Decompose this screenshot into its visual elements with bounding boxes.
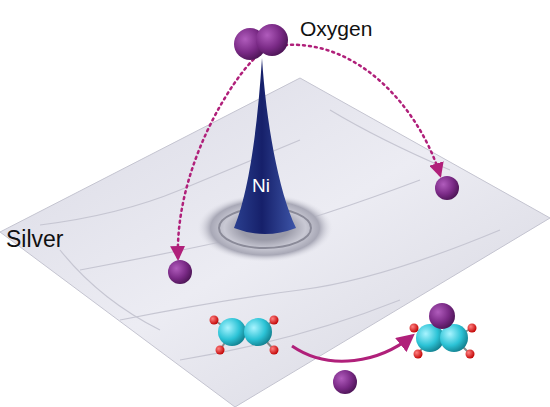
surface-label: Silver — [6, 228, 64, 251]
oxygen-atom — [435, 176, 459, 200]
reaction-arrow — [292, 336, 412, 361]
oxygen-atom — [256, 24, 288, 56]
ethylene-molecule — [210, 316, 279, 355]
element-label: Ni — [252, 176, 270, 195]
silver-surface — [0, 78, 550, 407]
dissociation-arrow — [178, 55, 258, 258]
dissociation-arrow — [285, 45, 440, 175]
nickel-spike — [234, 58, 296, 234]
oxygen-atom — [168, 260, 192, 284]
oxygen-atom — [333, 370, 357, 394]
ethylene-oxide-molecule — [410, 303, 477, 359]
element-label: Oxygen — [300, 18, 372, 39]
